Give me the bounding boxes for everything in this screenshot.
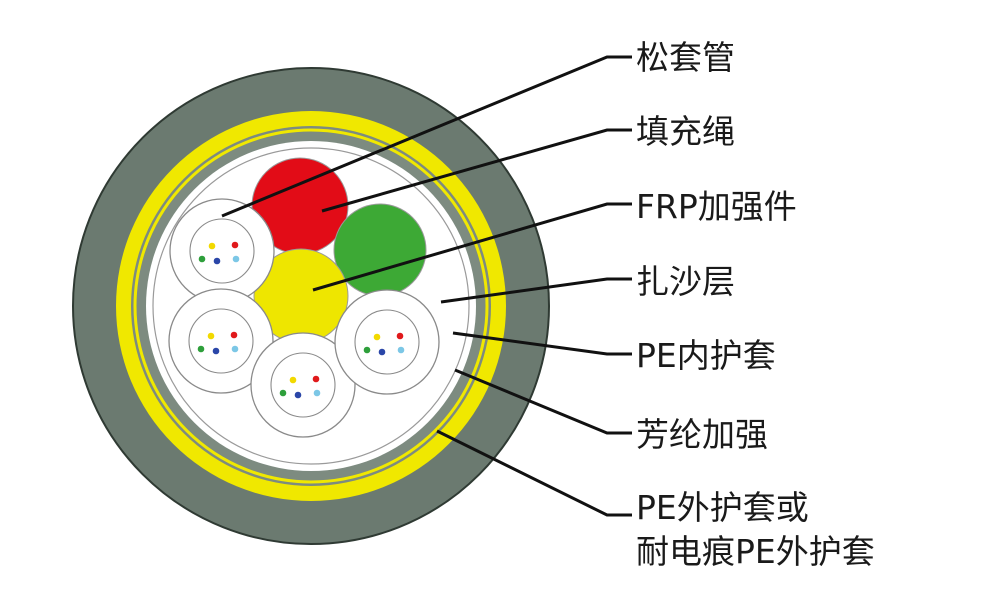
core-elements	[168, 157, 440, 438]
leader-line-pe-outer-jacket	[436, 429, 632, 517]
fiber-dot	[231, 241, 239, 249]
fiber-dot	[313, 389, 321, 397]
filler-rope-green	[333, 203, 427, 297]
fiber-dot	[289, 376, 297, 384]
label-aramid-strength: 芳纶加强	[636, 415, 768, 454]
leader-line-tape	[440, 277, 632, 304]
label-frp: FRP加强件	[636, 187, 797, 226]
leader-line-filler-rope	[321, 128, 632, 213]
fiber-dot	[197, 345, 205, 353]
optical-fibers	[197, 241, 405, 399]
leader-line-frp	[312, 202, 632, 292]
loose-tube	[334, 289, 440, 395]
fiber-dot	[208, 242, 216, 250]
label-loose-tube: 松套管	[636, 38, 735, 77]
fiber-dot	[198, 255, 206, 263]
fiber-dot	[213, 257, 221, 265]
fiber-dot	[230, 331, 238, 339]
tape-outline	[152, 147, 470, 465]
fiber-dot	[373, 333, 381, 341]
label-filler-rope: 填充绳	[636, 112, 735, 151]
loose-tube	[168, 288, 274, 394]
fiber-dot	[294, 391, 302, 399]
label-pe-inner-jacket: PE内护套	[636, 336, 776, 375]
loose-tube	[169, 198, 275, 304]
leader-line-pe-inner-jacket	[452, 331, 632, 356]
fiber-dot	[363, 346, 371, 354]
loose-tube	[250, 332, 356, 438]
fiber-dot	[396, 332, 404, 340]
labels: 松套管 填充绳 FRP加强件 扎沙层 PE内护套 芳纶加强 PE外护套或 耐电痕…	[636, 38, 875, 571]
fiber-dot	[279, 389, 287, 397]
leader-line-aramid	[454, 368, 632, 435]
label-pe-outer-jacket: PE外护套或	[636, 488, 809, 527]
fiber-dot	[378, 348, 386, 356]
fiber-dot	[231, 345, 239, 353]
inner-yellow-band	[133, 128, 489, 484]
label-water-blocking-tape: 扎沙层	[636, 262, 735, 301]
fiber-dot	[207, 332, 215, 340]
fiber-dot	[232, 255, 240, 263]
leader-lines	[221, 55, 632, 517]
fiber-dot	[397, 346, 405, 354]
fiber-dot	[312, 375, 320, 383]
leader-line-loose-tube	[221, 55, 632, 218]
label-pe-outer-jacket-line2: 耐电痕PE外护套	[636, 532, 875, 571]
fiber-dot	[212, 347, 220, 355]
